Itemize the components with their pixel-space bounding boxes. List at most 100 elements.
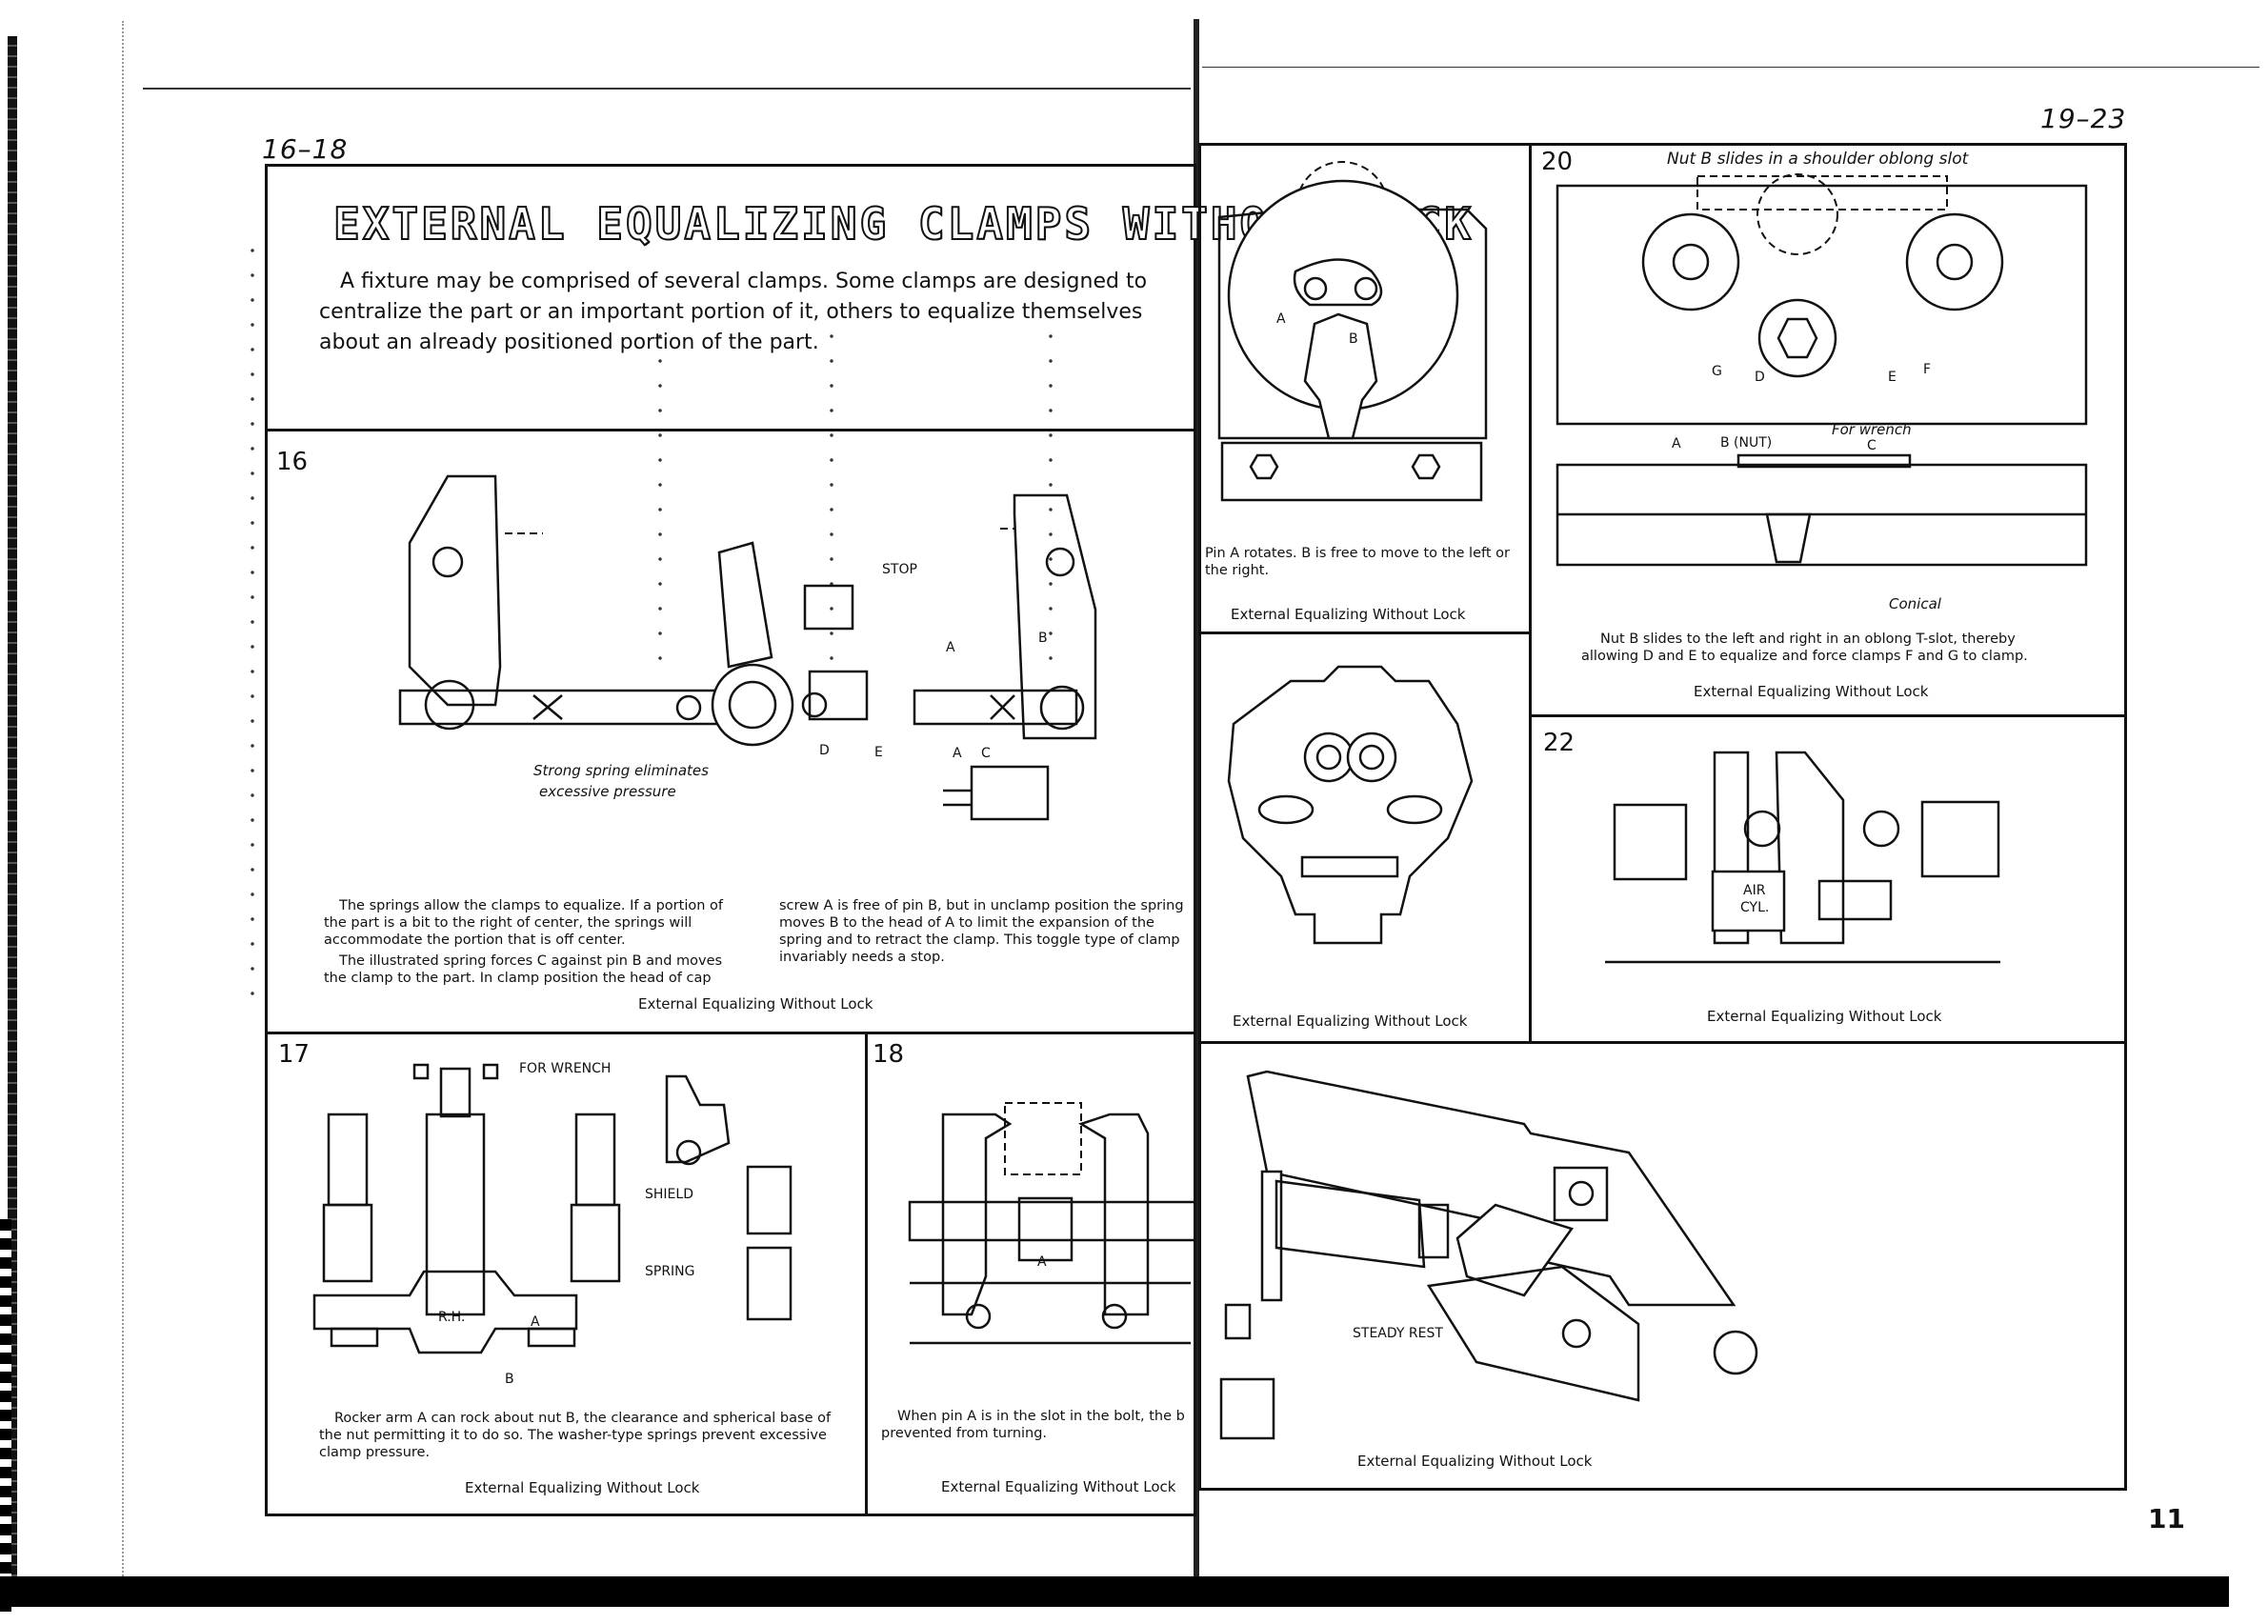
label-a: A (946, 640, 955, 655)
label-air: AIR (1743, 883, 1766, 898)
label-e: E (1888, 370, 1897, 385)
page-edge (122, 21, 130, 1583)
fig23-frame (1246, 1070, 1736, 1307)
fig20-heading: Nut B slides in a shoulder oblong slot (1667, 150, 1969, 169)
label-e: E (874, 745, 883, 760)
left-page-frame (265, 164, 1196, 1516)
label-a: A (1672, 436, 1681, 451)
fig17-side-clamp (665, 1074, 731, 1164)
label-stop: STOP (882, 562, 917, 577)
scan-dots (829, 324, 834, 667)
figure-number-17: 17 (278, 1040, 311, 1069)
intro-paragraph: A fixture may be comprised of several cl… (319, 270, 1148, 354)
fig23-caption: External Equalizing Without Lock (1357, 1453, 1593, 1470)
fig22-left-jaw (1713, 751, 1750, 945)
fig16-left-clamp (408, 474, 502, 707)
fig21-body (1227, 665, 1474, 945)
fig23-cylinder-mount (1260, 1170, 1283, 1302)
label-g: G (1712, 364, 1722, 379)
label-cyl: CYL. (1740, 900, 1770, 915)
label-for-wrench: FOR WRENCH (519, 1061, 612, 1076)
figure-number-18: 18 (873, 1040, 905, 1069)
fig18-caption: External Equalizing Without Lock (941, 1478, 1176, 1495)
right-page-frame (1198, 143, 2127, 1491)
label-d: D (1755, 370, 1765, 385)
figure-number-20: 20 (1541, 148, 1574, 176)
fig20-caption: External Equalizing Without Lock (1694, 683, 1929, 700)
figure-number-16: 16 (276, 448, 309, 476)
top-rule-right (1202, 67, 2259, 68)
book-spine (1194, 19, 1199, 1581)
fig16-toggle-hub (711, 663, 794, 747)
label-a: A (1276, 311, 1286, 327)
page-range-left: 16–18 (262, 133, 349, 165)
fig19-base (1220, 441, 1483, 502)
divider-fig23 (1198, 1041, 2127, 1044)
fig23-work-part (1713, 1330, 1758, 1375)
fig16-text-p1: The springs allow the clamps to equalize… (324, 898, 724, 948)
label-for-wrench: For wrench (1832, 421, 1912, 438)
scan-bottom-bar (0, 1576, 2229, 1607)
top-rule-left (143, 88, 1191, 90)
fig22-caption: External Equalizing Without Lock (1707, 1008, 1942, 1025)
page-range-right: 19–23 (2040, 103, 2127, 134)
label-spring: SPRING (645, 1264, 695, 1279)
label-c: C (981, 746, 991, 761)
label-a-detail: A (953, 746, 962, 761)
fig20-top-view (1555, 184, 2088, 426)
label-c: C (1867, 438, 1877, 453)
fig16-right-clamp (1013, 493, 1097, 740)
fig18-center-block (1017, 1196, 1074, 1262)
fig16-lever (717, 541, 773, 669)
label-a: A (1037, 1254, 1047, 1270)
fig17-center-post (425, 1113, 486, 1316)
fig19-text: Pin A rotates. B is free to move to the … (1205, 546, 1510, 578)
divider-fig19 (1198, 632, 1530, 634)
fig16-left-hole (424, 679, 475, 731)
divider-fig20 (1530, 714, 2127, 717)
label-d: D (819, 743, 830, 758)
fig17-caption: External Equalizing Without Lock (465, 1479, 700, 1496)
divider-intro (265, 429, 1196, 431)
label-a: A (531, 1314, 540, 1330)
fig23-rest-arm (1426, 1265, 1640, 1402)
book-binding-edge (8, 36, 17, 1598)
fig17-rocker-arm (312, 1270, 578, 1354)
fig17-text: Rocker arm A can rock about nut B, the c… (319, 1411, 832, 1460)
divider-fig17-18 (865, 1032, 868, 1516)
fig16-caption: External Equalizing Without Lock (638, 995, 873, 1012)
spring-note-line2: excessive pressure (539, 783, 676, 800)
label-b-nut: B (NUT) (1720, 435, 1773, 451)
fig20-text: Nut B slides to the left and right in an… (1581, 632, 2028, 664)
fig17-drawing (312, 1063, 793, 1354)
fig16-stop (803, 584, 854, 631)
label-steady-rest: STEADY REST (1353, 1326, 1443, 1341)
fig18-bolt (908, 1200, 1197, 1242)
divider-fig16 (265, 1032, 1196, 1034)
page-mark: 11 (2148, 1503, 2185, 1534)
scan-dots (657, 324, 663, 667)
fig16-drawing (398, 474, 1097, 821)
label-b: B (505, 1372, 514, 1387)
fig17-side-post (746, 1165, 793, 1235)
fig16-text-col2: screw A is free of pin B, but in unclamp… (779, 898, 1184, 965)
fig18-text: When pin A is in the slot in the bolt, t… (897, 1409, 1185, 1424)
binding-scallop (0, 1219, 11, 1619)
fig23-air-cylinder (1274, 1179, 1426, 1269)
figure-number-22: 22 (1543, 729, 1576, 757)
fig16-rod-right (913, 689, 1078, 726)
fig21-caption: External Equalizing Without Lock (1233, 1012, 1468, 1030)
label-shield: SHIELD (645, 1187, 693, 1202)
scan-dots (250, 238, 255, 1000)
label-b: B (1038, 631, 1048, 646)
fig16-detail (970, 765, 1050, 821)
label-rh: R.H. (438, 1310, 466, 1325)
fig18-drawing (908, 1102, 1197, 1345)
label-conical: Conical (1889, 595, 1941, 612)
divider-right-vertical (1529, 143, 1532, 1043)
fig16-text-p2: The illustrated spring forces C against … (324, 953, 723, 986)
